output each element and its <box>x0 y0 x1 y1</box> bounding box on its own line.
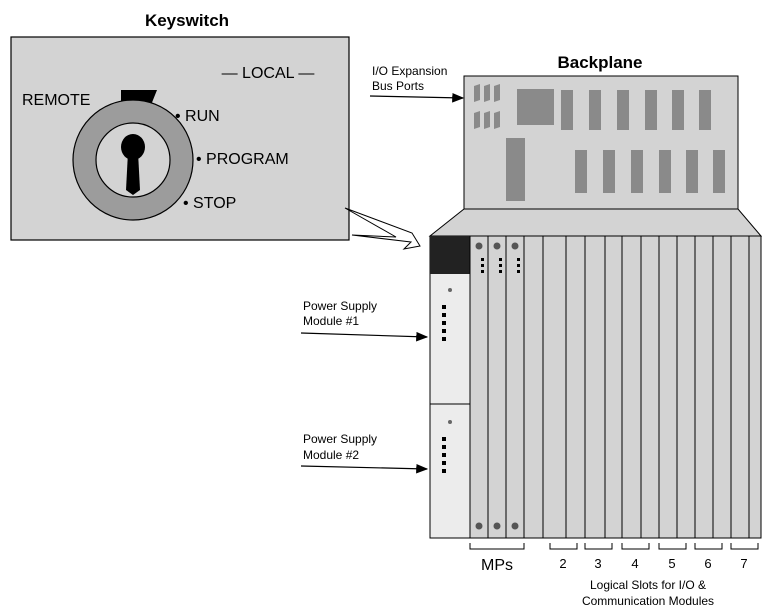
io-slot-dividers <box>542 236 750 538</box>
keyswitch-run-label: • RUN <box>175 108 220 125</box>
logical-slots-caption-line2: Communication Modules <box>582 594 714 608</box>
power-supply-2-label-line2: Module #2 <box>303 448 359 462</box>
keyswitch-panel: Keyswitch — LOCAL — REMOTE • RUN • PROGR… <box>10 11 350 241</box>
slot-number-7: 7 <box>740 556 747 571</box>
keyswitch-program-label: • PROGRAM <box>196 151 289 168</box>
keyswitch-callout-arrow <box>344 207 421 250</box>
backplane-title: Backplane <box>557 53 642 72</box>
keyswitch-stop-label: • STOP <box>183 195 236 212</box>
slot-number-2: 2 <box>559 556 566 571</box>
key-dial-icon <box>72 99 194 221</box>
logical-slots-caption-line1: Logical Slots for I/O & <box>590 578 706 592</box>
slot-number-5: 5 <box>668 556 675 571</box>
backplane: Backplane I/O Expansio <box>369 53 739 210</box>
mps-label: MPs <box>481 557 513 574</box>
slot-number-4: 4 <box>631 556 638 571</box>
slot-brackets <box>469 543 759 550</box>
io-expansion-label-line2: Bus Ports <box>372 79 424 93</box>
power-supply-1-label-line2: Module #1 <box>303 314 359 328</box>
keyswitch-title: Keyswitch <box>145 11 229 30</box>
slot-number-6: 6 <box>704 556 711 571</box>
chassis <box>428 208 763 539</box>
mp-modules <box>469 235 525 539</box>
power-supply-2-label-line1: Power Supply <box>303 432 377 446</box>
power-supply-1-label-line1: Power Supply <box>303 299 377 313</box>
keyswitch-remote-label: REMOTE <box>22 92 90 109</box>
power-supply-header <box>430 236 470 274</box>
power-supply-2-module <box>442 420 452 473</box>
power-supply-1-module <box>442 288 452 341</box>
keyswitch-local-label: — LOCAL — <box>222 65 315 82</box>
io-expansion-label-line1: I/O Expansion <box>372 64 447 78</box>
slot-number-3: 3 <box>594 556 601 571</box>
